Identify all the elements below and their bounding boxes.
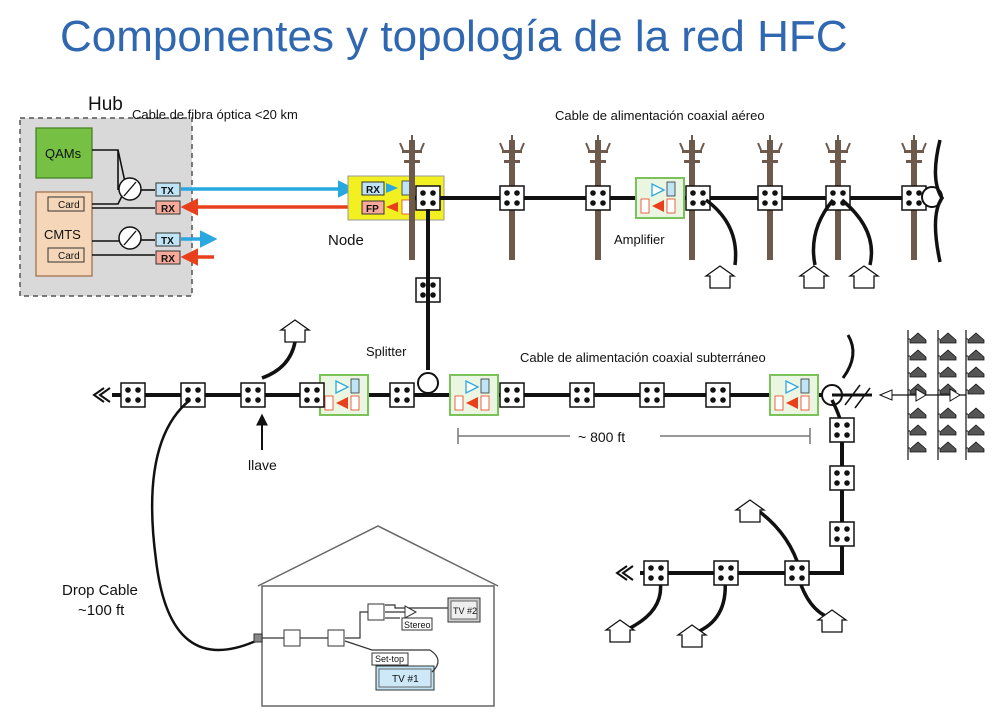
underground-tap — [120, 382, 146, 408]
underground-tap — [180, 382, 206, 408]
qam-label: QAMs — [45, 146, 82, 161]
underground-tap — [240, 382, 266, 408]
underground-amplifiers — [319, 374, 819, 416]
tap-label: llave — [248, 457, 277, 473]
aerial-taps — [415, 185, 927, 303]
drop-cable-label-line1: Drop Cable — [62, 582, 138, 599]
aerial-tap — [415, 185, 441, 211]
house-icon — [847, 265, 881, 289]
tv1-label: TV #1 — [392, 674, 419, 685]
apartment-icon — [938, 424, 957, 436]
branch-tap — [829, 521, 855, 547]
aerial-drop-cables — [704, 198, 874, 266]
apartment-icon — [938, 349, 957, 361]
tx2-label: TX — [161, 236, 174, 247]
apartment-icon — [938, 366, 957, 378]
aerial-tap — [825, 185, 851, 211]
aerial-tap — [757, 185, 783, 211]
splitter-circle — [417, 372, 439, 394]
branch-tap — [829, 465, 855, 491]
house-icon — [603, 619, 637, 643]
house-icon — [703, 265, 737, 289]
stereo-label: Stereo — [404, 620, 431, 630]
distance-label: ~ 800 ft — [578, 429, 625, 445]
house-icon — [815, 609, 849, 633]
mdu-distribution — [892, 330, 985, 460]
aerial-tap — [585, 185, 611, 211]
node-fp-label: FP — [366, 204, 379, 215]
tx-label: TX — [161, 186, 174, 197]
utility-pole — [399, 135, 425, 260]
fiber-cable-label: Cable de fibra óptica <20 km — [132, 107, 298, 122]
apartment-icon — [938, 332, 957, 344]
apartment-icon — [966, 424, 985, 436]
house-icon — [675, 624, 709, 648]
amplifier — [769, 374, 819, 416]
settop-label: Set-top — [375, 654, 404, 664]
rx-label: RX — [161, 204, 175, 215]
underground-taps — [120, 382, 731, 408]
node-label: Node — [328, 232, 364, 249]
amplifier — [319, 374, 369, 416]
aerial-tap — [499, 185, 525, 211]
apartment-icon — [908, 349, 927, 361]
hub: Hub Cable de fibra óptica <20 km QAMs Ca… — [19, 94, 298, 297]
apartment-icon — [908, 441, 927, 453]
apartment-icon — [938, 407, 957, 419]
underground-tap — [639, 382, 665, 408]
apartment-icon — [938, 441, 957, 453]
house-icon — [797, 265, 831, 289]
aerial-cable-label: Cable de alimentación coaxial aéreo — [555, 108, 765, 123]
houses — [278, 265, 881, 648]
branch-tap — [643, 560, 669, 586]
apartment-icon — [908, 383, 927, 395]
cmts-label: CMTS — [44, 227, 81, 242]
qam-box — [35, 127, 93, 179]
cmts-card-label: Card — [58, 200, 80, 211]
tv2-label: TV #2 — [453, 606, 477, 616]
underground-tap — [705, 382, 731, 408]
aerial-amplifier: Amplifier — [614, 177, 685, 247]
splitter-label: Splitter — [366, 344, 407, 359]
amplifier-label: Amplifier — [614, 232, 665, 247]
apartment-icon — [966, 366, 985, 378]
house-icon — [278, 319, 312, 343]
apartment-icon — [966, 332, 985, 344]
branch-tap — [784, 560, 810, 586]
aerial-tap — [685, 185, 711, 211]
branch-taps — [643, 417, 855, 586]
apartment-icon — [908, 332, 927, 344]
distance-dimension: ~ 800 ft — [457, 428, 811, 446]
underground-cable-label: Cable de alimentación coaxial subterráne… — [520, 350, 766, 365]
drop-cable-label-line2: ~100 ft — [78, 602, 125, 619]
house-icon — [733, 499, 767, 523]
branch-tap — [829, 417, 855, 443]
underground-tap — [299, 382, 325, 408]
page-title: Componentes y topología de la red HFC — [60, 12, 848, 61]
apartment-icon — [966, 383, 985, 395]
rx2-label: RX — [161, 254, 175, 265]
subscriber-home: TV #2 Stereo Set-top TV #1 — [253, 525, 499, 707]
hub-label: Hub — [88, 94, 123, 115]
apartment-icon — [966, 407, 985, 419]
node-rx-label: RX — [366, 185, 380, 196]
drop-cable — [150, 399, 259, 652]
amplifier — [449, 374, 499, 416]
underground-tap — [499, 382, 525, 408]
apartment-icon — [966, 441, 985, 453]
apartment-icon — [908, 407, 927, 419]
underground-tap — [389, 382, 415, 408]
apartment-icon — [908, 366, 927, 378]
apartment-icon — [908, 424, 927, 436]
branch-tap — [713, 560, 739, 586]
apartment-icon — [966, 349, 985, 361]
underground-tap — [569, 382, 595, 408]
cmts-card2-label: Card — [58, 251, 80, 262]
